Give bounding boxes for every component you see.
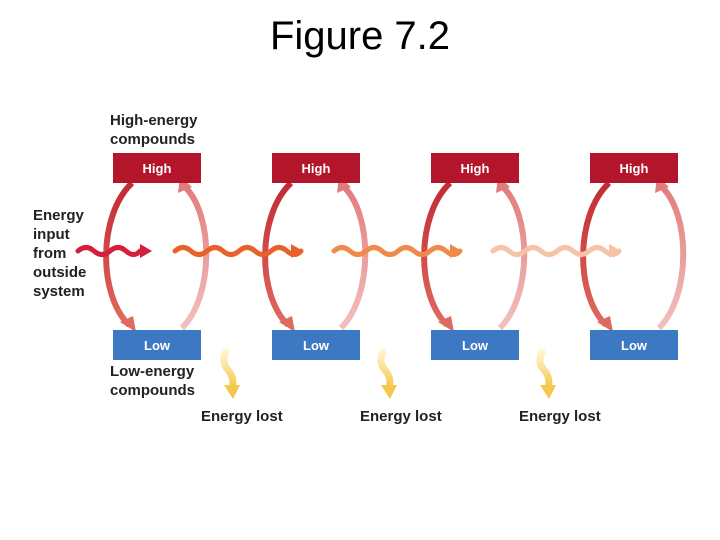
energy-input-label: Energy input from outside system: [33, 206, 86, 301]
high-box: High: [590, 153, 678, 183]
energy-lost-label: Energy lost: [519, 408, 601, 425]
energy-input-label-line: from: [33, 245, 67, 262]
energy-input-label-line: outside: [33, 264, 87, 281]
up-arc-arrow: [338, 183, 369, 331]
high-energy-label-line: High-energy: [110, 112, 198, 129]
low-energy-compounds-label: Low-energy compounds: [110, 362, 195, 400]
energy-input-label-line: Energy: [33, 207, 84, 224]
figure-title: Figure 7.2: [269, 14, 451, 58]
energy-wave-1: [172, 244, 304, 258]
down-arrowhead: [438, 316, 454, 332]
energy-lost-arrow-1: [220, 348, 240, 399]
low-box: Low: [272, 330, 360, 360]
down-arrowhead: [597, 316, 613, 332]
high-box: High: [431, 153, 519, 183]
high-energy-compounds-label: High-energy compounds: [110, 111, 198, 149]
down-arrowhead: [120, 316, 136, 332]
energy-lost-label: Energy lost: [201, 408, 283, 425]
energy-wave-2: [331, 244, 463, 258]
down-arrowhead: [279, 316, 295, 332]
high-box: High: [113, 153, 201, 183]
energy-input-wave: [75, 244, 152, 258]
up-arc-arrow: [497, 183, 528, 331]
energy-input-label-line: input: [33, 226, 70, 243]
high-energy-label-line: compounds: [110, 131, 195, 148]
low-box: Low: [113, 330, 201, 360]
up-arc-arrow: [179, 183, 210, 331]
low-box: Low: [590, 330, 678, 360]
energy-lost-arrow-2: [377, 348, 397, 399]
energy-lost-label: Energy lost: [360, 408, 442, 425]
high-box: High: [272, 153, 360, 183]
low-energy-label-line: Low-energy: [110, 363, 195, 380]
up-arc-arrow: [656, 183, 687, 331]
low-energy-label-line: compounds: [110, 382, 195, 399]
cycle-4: [580, 176, 687, 332]
energy-lost-arrow-3: [536, 348, 556, 399]
energy-wave-3: [490, 244, 622, 258]
low-box: Low: [431, 330, 519, 360]
energy-input-label-line: system: [33, 283, 85, 300]
